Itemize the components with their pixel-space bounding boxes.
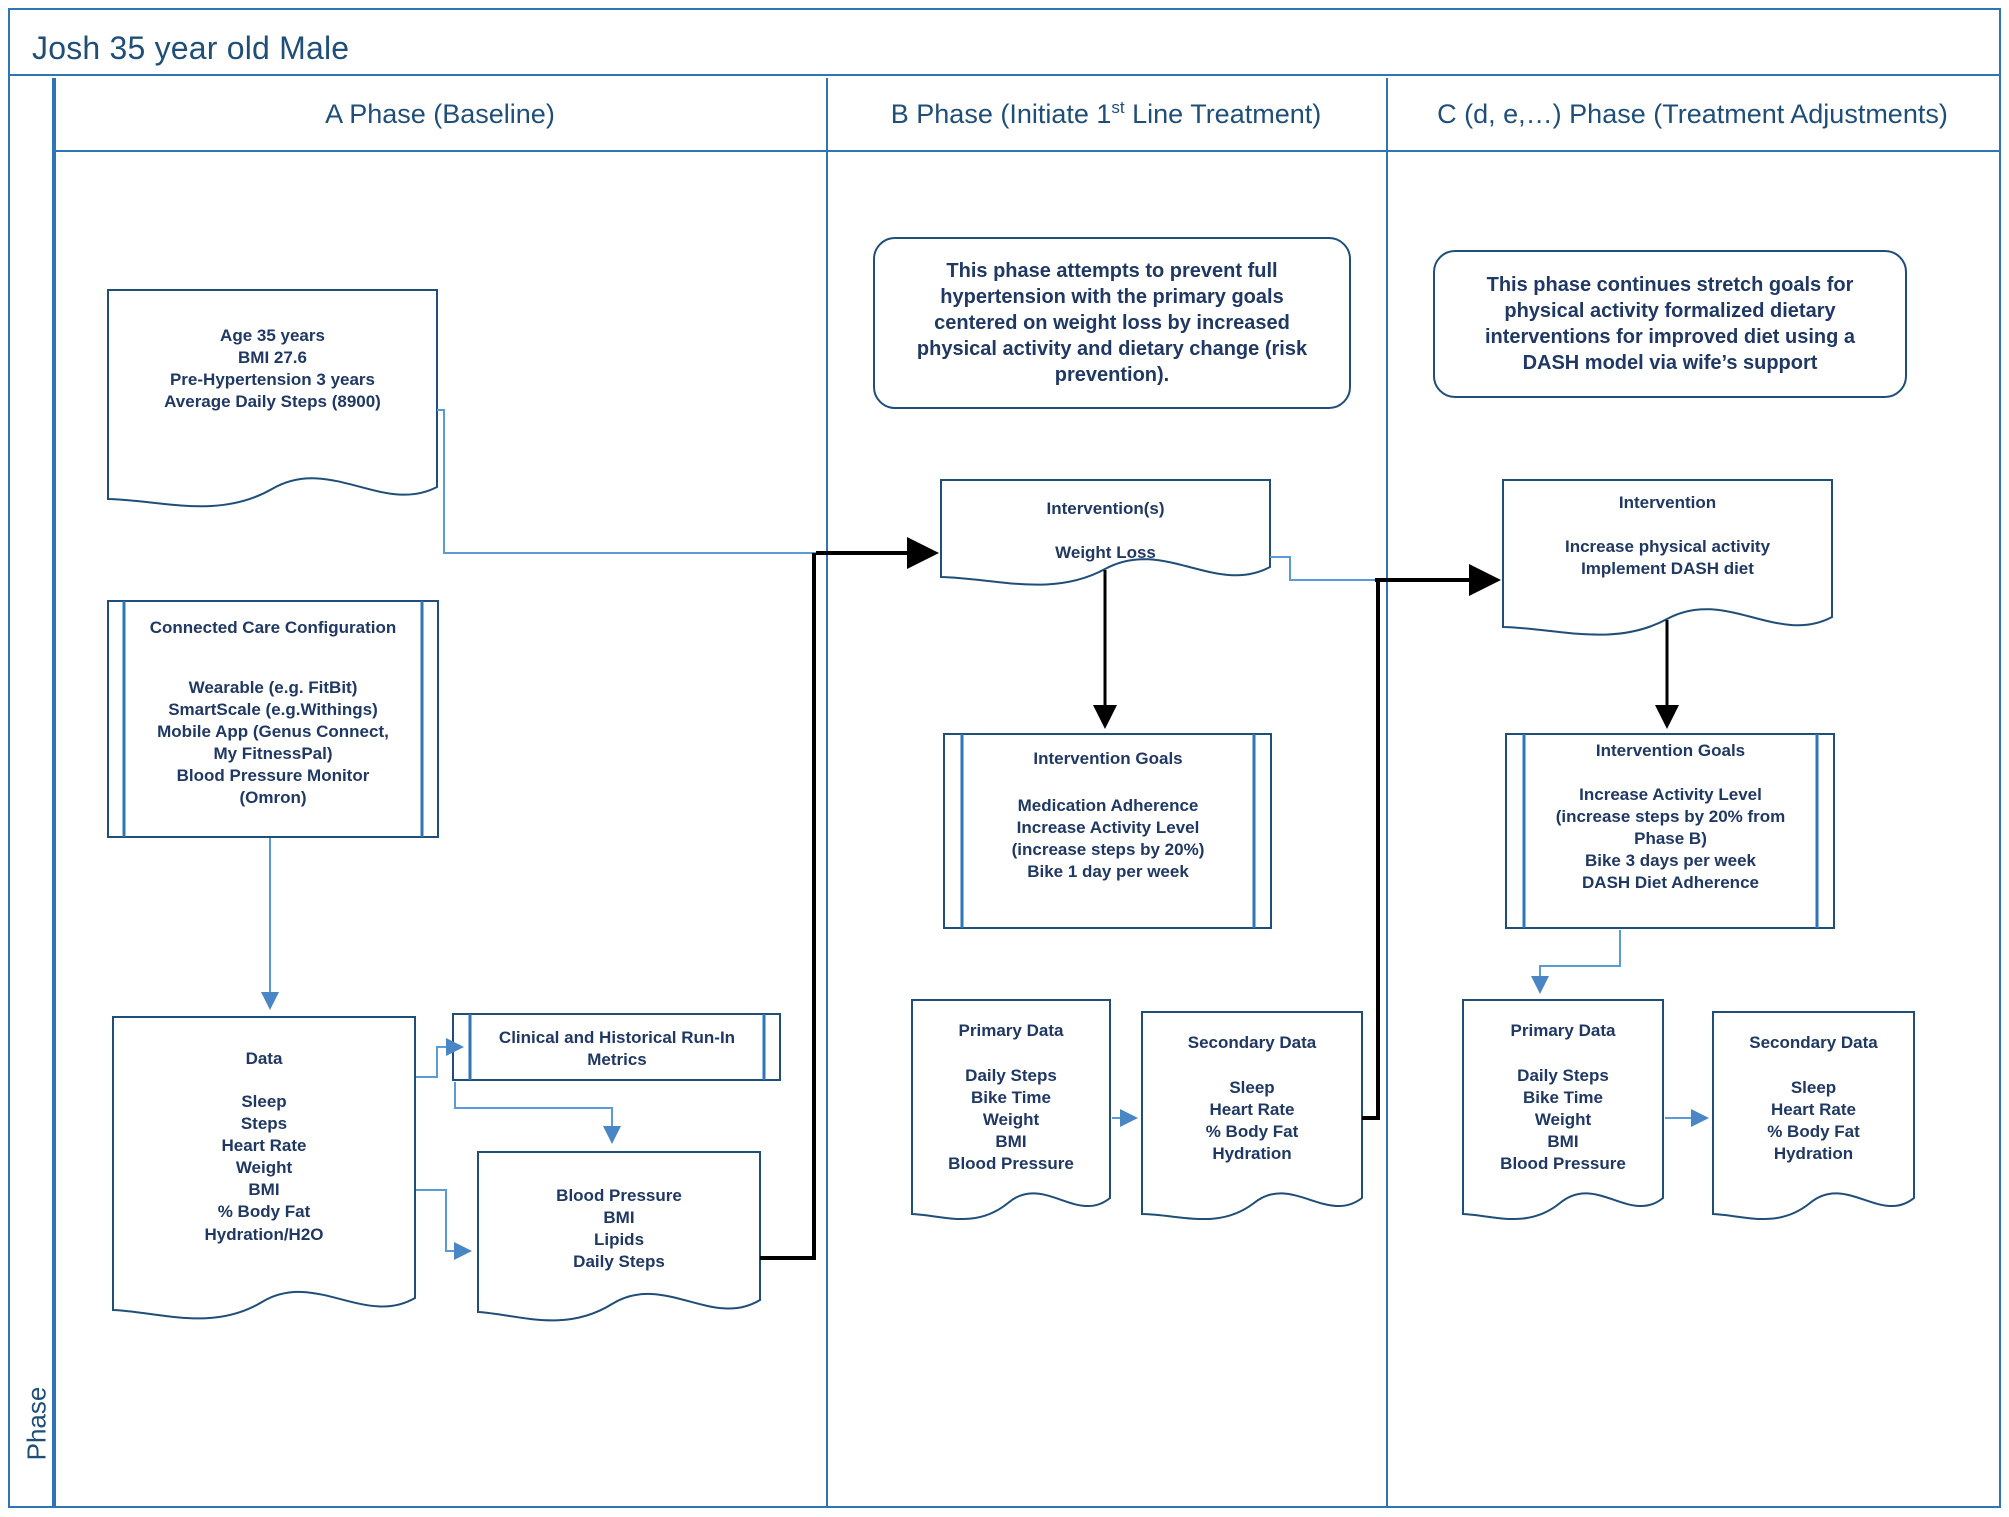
connected-care-title: Connected Care Configuration — [149, 618, 397, 637]
secondary-b-lines: Sleep Heart Rate % Body Fat Hydration — [1205, 1078, 1299, 1164]
callout-phase-b-lines: This phase attempts to prevent full hype… — [916, 260, 1308, 386]
intervention-c-title: Intervention — [1618, 493, 1717, 512]
clinical-runin-lines: Clinical and Historical Run-In Metrics — [498, 1028, 736, 1070]
intervention-b-title: Intervention(s) — [1046, 499, 1165, 518]
primary-c-title: Primary Data — [1510, 1021, 1616, 1040]
phase-header-a-text: A Phase (Baseline) — [325, 98, 555, 129]
swimlane-label-column: Phase — [10, 78, 54, 1506]
primary-b-title: Primary Data — [958, 1021, 1064, 1040]
title-bar: Josh 35 year old Male — [8, 8, 2001, 76]
phase-header-b-text: B Phase (Initiate 1st Line Treatment) — [890, 98, 1322, 129]
intervention-b-lines: Weight Loss — [1055, 543, 1156, 562]
goals-c-title: Intervention Goals — [1595, 741, 1746, 760]
data-a-lines: Sleep Steps Heart Rate Weight BMI % Body… — [204, 1092, 324, 1244]
goals-c-lines: Increase Activity Level (increase steps … — [1555, 785, 1786, 893]
page-title: Josh 35 year old Male — [32, 30, 350, 66]
phase-header-c: C (d, e,…) Phase (Treatment Adjustments) — [1386, 78, 1999, 152]
blood-pressure-lines: Blood Pressure BMI Lipids Daily Steps — [556, 1186, 682, 1272]
diagram-frame — [8, 8, 2001, 1508]
goals-b-title: Intervention Goals — [1033, 749, 1183, 768]
phase-header-a: A Phase (Baseline) — [54, 78, 826, 152]
lane-divider-b-c — [1386, 78, 1388, 1506]
secondary-c-lines: Sleep Heart Rate % Body Fat Hydration — [1767, 1078, 1860, 1164]
callout-phase-b: This phase attempts to prevent full hype… — [873, 237, 1351, 409]
connected-care-lines: Wearable (e.g. FitBit) SmartScale (e.g.W… — [157, 677, 389, 808]
lane-divider-left — [54, 78, 56, 1506]
callout-phase-c: This phase continues stretch goals for p… — [1433, 250, 1907, 398]
primary-c-lines: Daily Steps Bike Time Weight BMI Blood P… — [1500, 1066, 1626, 1174]
phase-header-c-text: C (d, e,…) Phase (Treatment Adjustments) — [1437, 98, 1948, 129]
secondary-c-title: Secondary Data — [1749, 1033, 1878, 1052]
secondary-b-title: Secondary Data — [1187, 1033, 1317, 1052]
goals-b-lines: Medication Adherence Increase Activity L… — [1011, 796, 1205, 882]
phase-header-b: B Phase (Initiate 1st Line Treatment) — [826, 78, 1386, 152]
swimlane-label: Phase — [21, 1386, 52, 1461]
lane-divider-a-b — [826, 78, 828, 1506]
callout-phase-c-lines: This phase continues stretch goals for p… — [1484, 274, 1856, 374]
data-a-title: Data — [245, 1049, 283, 1068]
primary-b-lines: Daily Steps Bike Time Weight BMI Blood P… — [948, 1066, 1074, 1174]
baseline-profile-lines: Age 35 years BMI 27.6 Pre-Hypertension 3… — [164, 326, 381, 412]
intervention-c-lines: Increase physical activity Implement DAS… — [1564, 537, 1771, 579]
